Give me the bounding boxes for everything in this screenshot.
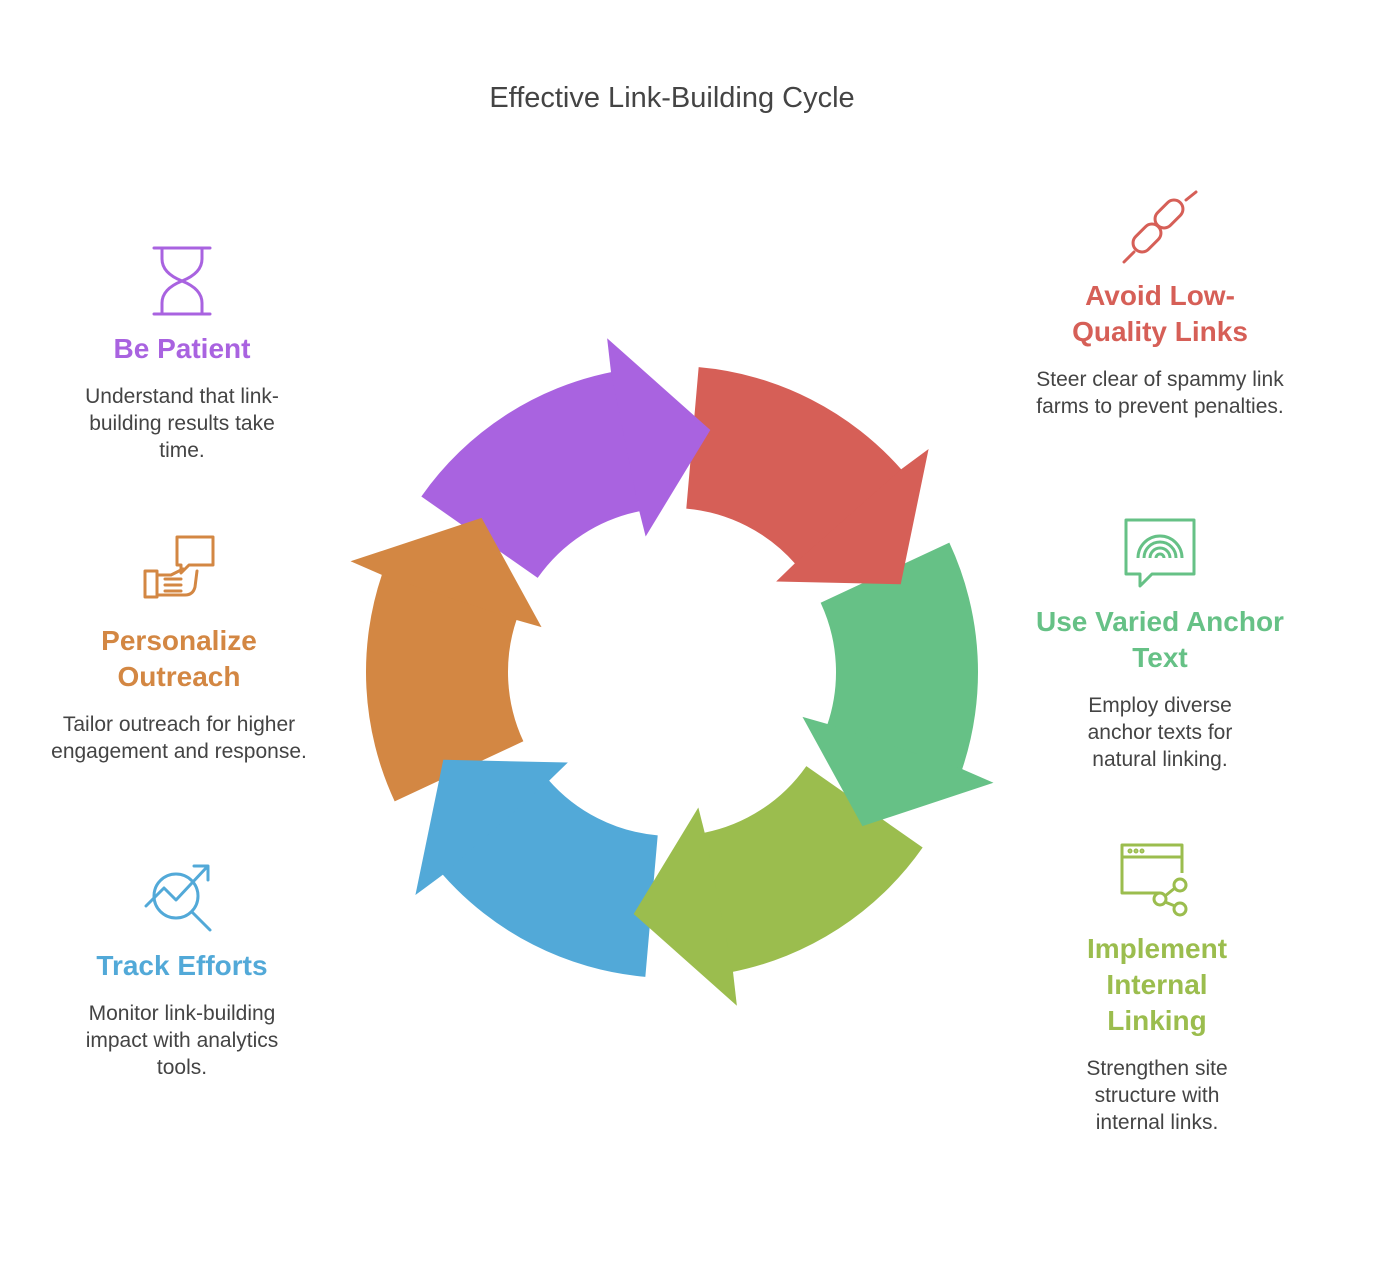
step-title: Track Efforts bbox=[96, 950, 268, 981]
arrow-body-personalize-outreach bbox=[366, 572, 524, 802]
arrow-head-avoid-low-quality-links bbox=[776, 448, 929, 585]
arrow-head-be-patient bbox=[607, 338, 711, 537]
step-track-efforts: Track Efforts Monitor link-building impa… bbox=[52, 862, 312, 1081]
arrow-head-personalize-outreach bbox=[350, 517, 542, 628]
browser-share-icon bbox=[1120, 843, 1188, 917]
step-title: Use Varied Anchor Text bbox=[1036, 606, 1284, 673]
step-implement-internal-linking: Implement Internal Linking Strengthen si… bbox=[1027, 843, 1287, 1136]
arrow-head-implement-internal-linking bbox=[633, 807, 737, 1006]
arrow-body-use-varied-anchor-text bbox=[820, 542, 978, 772]
step-title: Personalize Outreach bbox=[101, 625, 257, 692]
diagram-title: Effective Link-Building Cycle bbox=[489, 82, 855, 114]
arrow-head-track-efforts bbox=[415, 759, 568, 896]
step-use-varied-anchor-text: Use Varied Anchor Text Employ diverse an… bbox=[1030, 518, 1290, 773]
step-description: Strengthen site structure with internal … bbox=[1086, 1057, 1228, 1134]
step-personalize-outreach: Personalize Outreach Tailor outreach for… bbox=[49, 535, 309, 765]
step-description: Employ diverse anchor texts for natural … bbox=[1087, 694, 1233, 771]
arrow-body-track-efforts bbox=[441, 779, 658, 977]
hourglass-icon bbox=[152, 246, 212, 316]
step-description: Understand that link-building results ta… bbox=[85, 385, 279, 462]
analytics-search-icon bbox=[144, 864, 212, 932]
step-description: Tailor outreach for higher engagement an… bbox=[51, 713, 307, 763]
step-avoid-low-quality-links: Avoid Low-Quality Links Steer clear of s… bbox=[1030, 190, 1290, 420]
step-description: Steer clear of spammy link farms to prev… bbox=[1036, 368, 1284, 418]
step-description: Monitor link-building impact with analyt… bbox=[85, 1002, 279, 1079]
arrow-head-use-varied-anchor-text bbox=[802, 716, 994, 827]
step-title: Avoid Low-Quality Links bbox=[1072, 280, 1248, 347]
step-title: Be Patient bbox=[113, 333, 251, 364]
signal-bubble-icon bbox=[1124, 518, 1196, 588]
hand-message-icon bbox=[143, 535, 215, 599]
broken-link-icon bbox=[1122, 190, 1198, 264]
arrow-body-avoid-low-quality-links bbox=[686, 367, 903, 565]
step-be-patient: Be Patient Understand that link-building… bbox=[52, 245, 312, 464]
step-title: Implement Internal Linking bbox=[1086, 933, 1228, 1036]
